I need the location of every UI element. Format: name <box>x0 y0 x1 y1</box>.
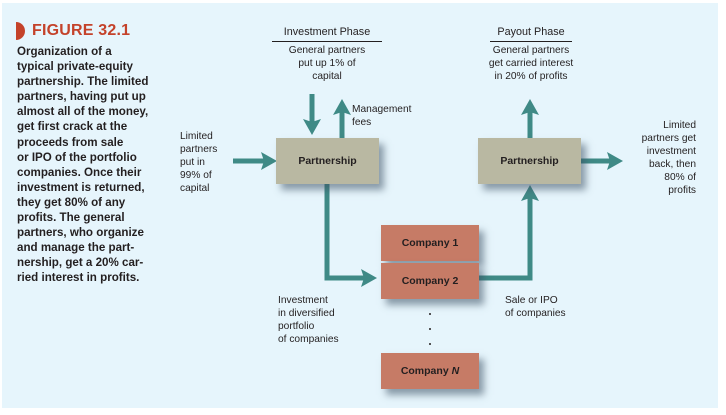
company-box-2: Company 2 <box>381 263 479 299</box>
ellipsis-dot <box>429 328 431 330</box>
figure-marker-icon <box>16 22 25 40</box>
ellipsis-dot <box>429 313 431 315</box>
ellipsis-dot <box>429 343 431 345</box>
management-fees-note: Management fees <box>352 104 412 128</box>
limited-partners-payout-note: Limited partners get investment back, th… <box>641 120 696 196</box>
company-n-label: Company <box>400 365 452 377</box>
company-n-suffix: N <box>451 365 460 377</box>
sale-or-ipo-note: Sale or IPO of companies <box>505 295 566 319</box>
arrow-sale-to-partnership <box>471 185 539 281</box>
general-partners-capital-note: General partners put up 1% of capital <box>288 45 366 82</box>
investment-phase-heading: Investment Phase <box>272 26 382 42</box>
payout-phase-heading: Payout Phase <box>490 26 572 42</box>
investment-portfolio-note: Investment in diversified portfolio of c… <box>278 295 339 345</box>
general-partners-carried-interest-note: General partners get carried interest in… <box>488 45 574 82</box>
figure-panel <box>2 3 718 408</box>
company-box-n: Company N <box>381 353 479 389</box>
partnership-box-payout: Partnership <box>478 138 581 184</box>
arrow-investment-to-companies <box>324 184 377 287</box>
figure-title: FIGURE 32.1 <box>32 22 131 39</box>
figure-caption: Organization of a typical private-equity… <box>17 45 149 285</box>
partnership-box-investment: Partnership <box>276 138 379 184</box>
company-box-1: Company 1 <box>381 225 479 261</box>
figure-header: FIGURE 32.1 <box>16 22 130 40</box>
limited-partners-capital-note: Limited partners put in 99% of capital <box>180 131 218 194</box>
